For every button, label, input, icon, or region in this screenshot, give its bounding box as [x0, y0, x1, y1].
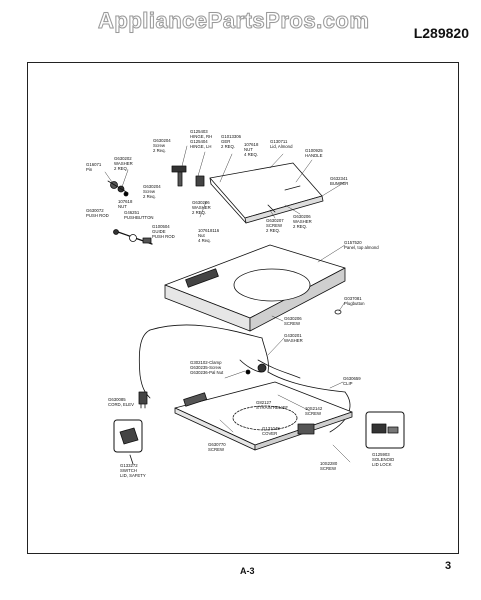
leader-lines	[104, 145, 351, 463]
hinge-drawing	[171, 165, 205, 187]
push-rod-drawing	[113, 229, 153, 245]
top-panel-drawing	[164, 244, 346, 332]
base-plate-drawing	[174, 381, 353, 451]
model-number: L289820	[413, 25, 469, 41]
diagram-frame	[27, 62, 459, 554]
power-cord-drawing	[138, 391, 148, 409]
wiring-drawing	[138, 324, 351, 433]
safety-switch-drawing	[113, 419, 143, 465]
page-id: A-3	[240, 566, 255, 576]
pin-washer-drawing	[107, 180, 129, 197]
lid-drawing	[209, 162, 324, 224]
plugbutton-drawing	[334, 309, 342, 315]
watermark-logo: AppliancePartsPros.com	[97, 8, 370, 34]
solenoid-lid-lock-drawing	[365, 411, 405, 449]
page-number: 3	[445, 560, 452, 572]
